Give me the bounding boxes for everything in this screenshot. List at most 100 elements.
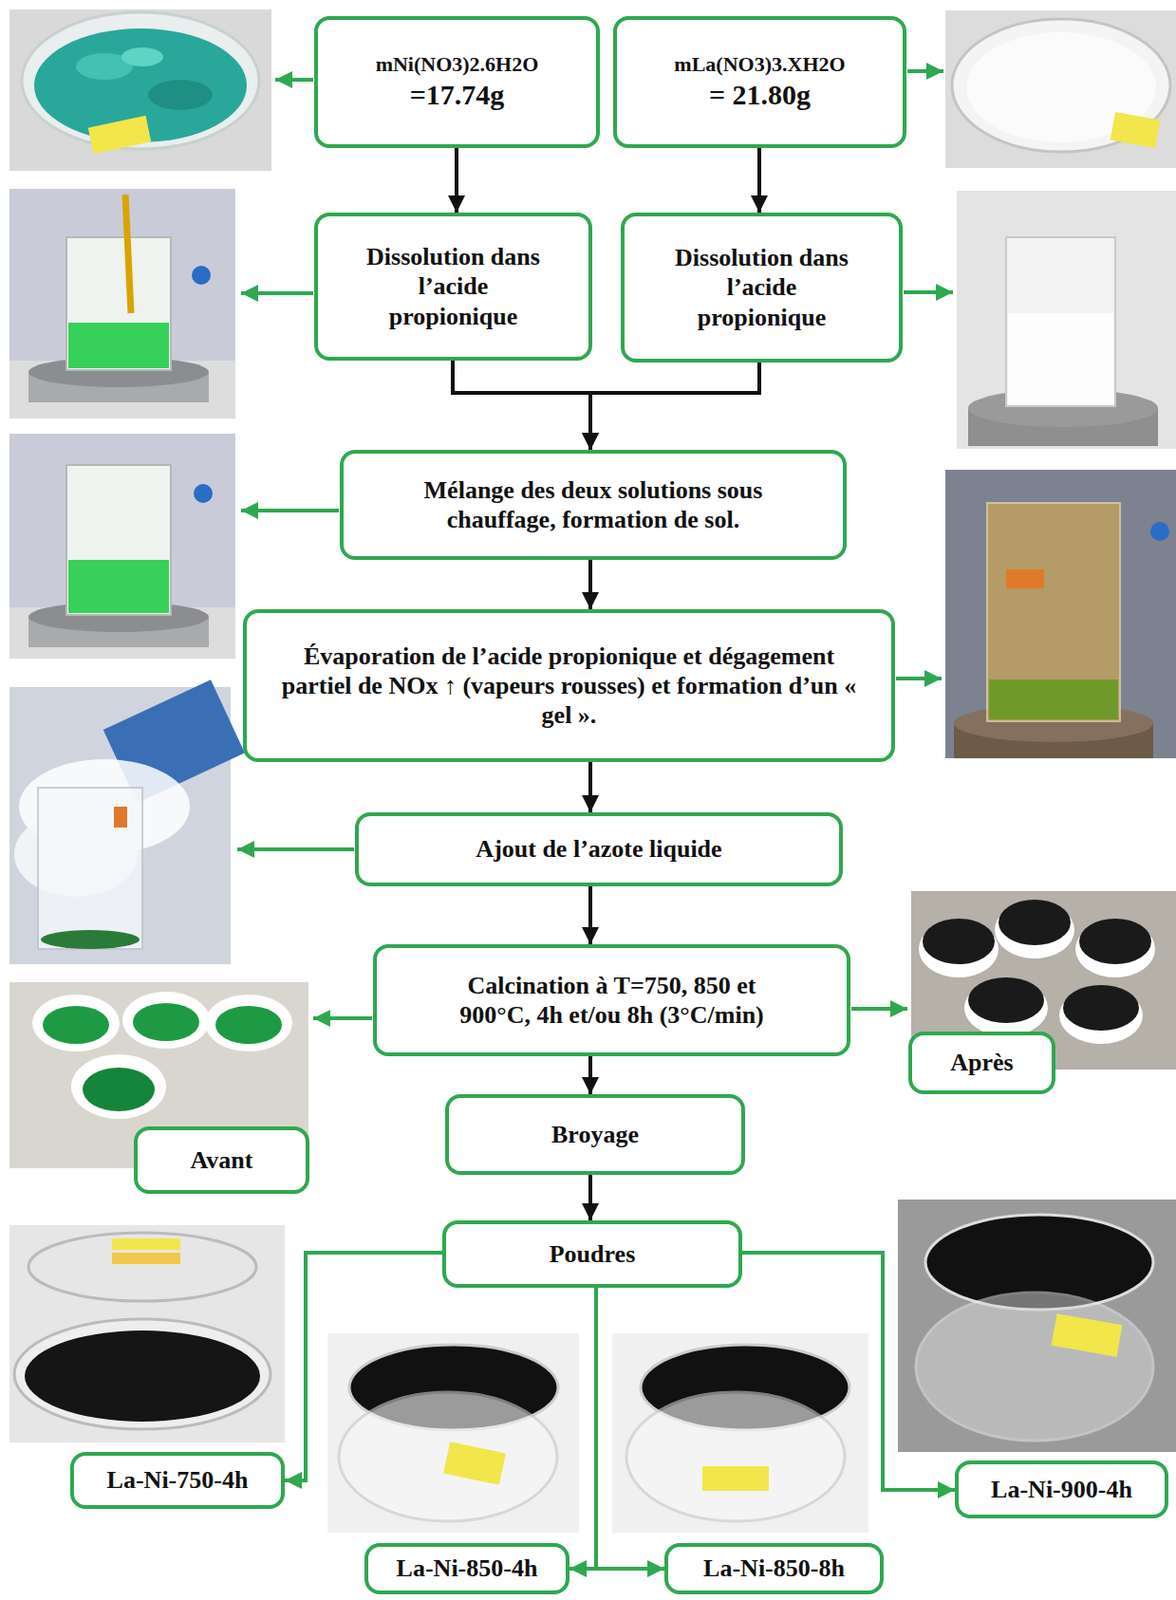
flow-arrow bbox=[588, 560, 593, 610]
photo-lanthanum-nitrate bbox=[945, 10, 1176, 168]
photo-liquid-nitrogen bbox=[9, 679, 245, 965]
process-box: Poudres bbox=[442, 1220, 743, 1288]
photo-nickel-nitrate bbox=[9, 9, 272, 171]
photo-pointer-arrow bbox=[907, 69, 944, 74]
sample-label-box: La-Ni-900-4h bbox=[954, 1460, 1169, 1519]
photo-mixed-sol-beaker bbox=[68, 560, 169, 614]
photo-crucibles-before bbox=[122, 991, 210, 1049]
node-text: Avant bbox=[190, 1145, 254, 1176]
photo-powder-750 bbox=[9, 1225, 285, 1443]
photo-pointer-arrow bbox=[851, 1007, 908, 1011]
photo-pointer-arrow bbox=[237, 71, 953, 1019]
photo-pointer-arrow bbox=[313, 1016, 373, 1021]
photo-gel-beaker bbox=[1006, 569, 1045, 589]
photo-green-beaker-stirring bbox=[9, 188, 236, 419]
photo-nickel-nitrate bbox=[148, 79, 213, 111]
photo-white-beaker bbox=[1006, 237, 1116, 407]
photo-crucibles-before bbox=[82, 1067, 155, 1112]
flow-arrow bbox=[452, 360, 591, 450]
photo-pointer-arrow bbox=[896, 676, 942, 681]
photo-pointer-arrow bbox=[237, 847, 355, 852]
photo-crucibles-before bbox=[205, 994, 293, 1052]
photo-powder-750 bbox=[24, 1330, 261, 1422]
flow-arrow bbox=[588, 1175, 593, 1221]
photo-powder-850-8h bbox=[612, 1333, 869, 1533]
reagent-box: mNi(NO3)2.6H2O=17.74g bbox=[314, 16, 600, 149]
photo-crucibles-before bbox=[215, 1006, 282, 1045]
photo-pointer-arrow bbox=[241, 291, 314, 296]
photo-powder-850-4h bbox=[327, 1333, 579, 1533]
photo-powder-900 bbox=[915, 1292, 1154, 1441]
photo-pointer-arrow bbox=[275, 77, 314, 82]
flow-arrow bbox=[596, 1288, 665, 1569]
node-text: mLa(NO3)3.XH2O bbox=[673, 52, 845, 77]
photo-powder-900 bbox=[897, 1199, 1176, 1453]
photo-crucibles-after bbox=[1063, 985, 1139, 1031]
photo-gel-beaker bbox=[987, 503, 1120, 722]
photo-liquid-nitrogen bbox=[113, 806, 128, 828]
photo-mixed-sol-beaker bbox=[193, 484, 213, 504]
photo-lanthanum-nitrate bbox=[1110, 112, 1160, 149]
node-text: mNi(NO3)2.6H2O bbox=[375, 52, 540, 77]
photo-crucibles-after bbox=[998, 899, 1071, 946]
photo-nickel-nitrate bbox=[9, 9, 272, 171]
process-box: Ajout de l’azote liquide bbox=[354, 812, 843, 887]
photo-caption-box: Après bbox=[908, 1031, 1056, 1095]
photo-powder-750 bbox=[112, 1252, 181, 1265]
photo-powder-850-8h bbox=[702, 1466, 769, 1492]
node-text: Calcination à T=750, 850 et 900°C, 4h et… bbox=[429, 970, 795, 1030]
photo-gel-beaker bbox=[945, 469, 1176, 759]
flow-arrow bbox=[454, 148, 459, 213]
node-text: Broyage bbox=[551, 1120, 639, 1150]
photo-powder-750 bbox=[14, 1319, 271, 1430]
photo-mixed-sol-beaker bbox=[66, 465, 171, 616]
photo-nickel-nitrate bbox=[88, 115, 151, 154]
photo-powder-900 bbox=[897, 1199, 1176, 1453]
flow-arrow bbox=[588, 762, 593, 813]
photo-crucibles-after bbox=[968, 977, 1045, 1024]
node-text: La-Ni-850-8h bbox=[703, 1553, 845, 1584]
process-box: Mélange des deux solutions sous chauffag… bbox=[339, 449, 847, 560]
photo-lanthanum-nitrate bbox=[945, 10, 1176, 168]
photo-liquid-nitrogen bbox=[37, 787, 143, 950]
photo-gel-beaker bbox=[989, 679, 1119, 720]
process-box: Dissolution dans l’acide propionique bbox=[314, 212, 593, 361]
photo-powder-850-4h bbox=[443, 1441, 506, 1486]
photo-gel-beaker bbox=[945, 469, 1176, 759]
photo-mixed-sol-beaker bbox=[9, 433, 236, 659]
reagent-box: mLa(NO3)3.XH2O= 21.80g bbox=[613, 16, 907, 149]
node-text: Évaporation de l’acide propionique et dé… bbox=[275, 641, 863, 731]
node-text: Ajout de l’azote liquide bbox=[475, 834, 722, 864]
node-text: Dissolution dans l’acide propionique bbox=[355, 242, 551, 332]
photo-green-beaker-stirring bbox=[66, 237, 171, 371]
node-text: Dissolution dans l’acide propionique bbox=[662, 242, 861, 333]
flow-arrow bbox=[569, 1288, 597, 1569]
photo-nickel-nitrate bbox=[121, 47, 164, 67]
photo-powder-850-4h bbox=[338, 1392, 558, 1522]
photo-powder-850-8h bbox=[612, 1333, 869, 1533]
photo-mixed-sol-beaker bbox=[9, 433, 236, 659]
photo-crucibles-after bbox=[1079, 918, 1152, 965]
process-box: Évaporation de l’acide propionique et dé… bbox=[242, 609, 896, 763]
photo-powder-750 bbox=[9, 1225, 285, 1443]
photo-green-beaker-stirring bbox=[68, 322, 169, 369]
sample-label-box: La-Ni-850-8h bbox=[664, 1543, 884, 1595]
photo-crucibles-before bbox=[42, 1006, 110, 1045]
flow-arrow bbox=[590, 362, 760, 450]
flow-arrow bbox=[588, 886, 593, 945]
node-text: =17.74g bbox=[410, 77, 505, 112]
photo-liquid-nitrogen bbox=[40, 930, 140, 950]
node-text: = 21.80g bbox=[709, 77, 811, 112]
photo-powder-850-4h bbox=[327, 1333, 579, 1533]
flow-arrow bbox=[284, 1252, 443, 1481]
photo-gel-beaker bbox=[1150, 522, 1170, 542]
photo-crucibles-before bbox=[32, 994, 120, 1052]
process-box: Dissolution dans l’acide propionique bbox=[620, 212, 903, 363]
photo-powder-750 bbox=[112, 1238, 181, 1251]
node-text: Poudres bbox=[549, 1239, 636, 1270]
photo-white-beaker bbox=[956, 190, 1176, 449]
photo-pointer-arrow bbox=[241, 508, 339, 513]
flow-arrow bbox=[588, 1056, 593, 1095]
node-text: Mélange des deux solutions sous chauffag… bbox=[391, 475, 796, 535]
flow-arrow bbox=[742, 1252, 955, 1491]
